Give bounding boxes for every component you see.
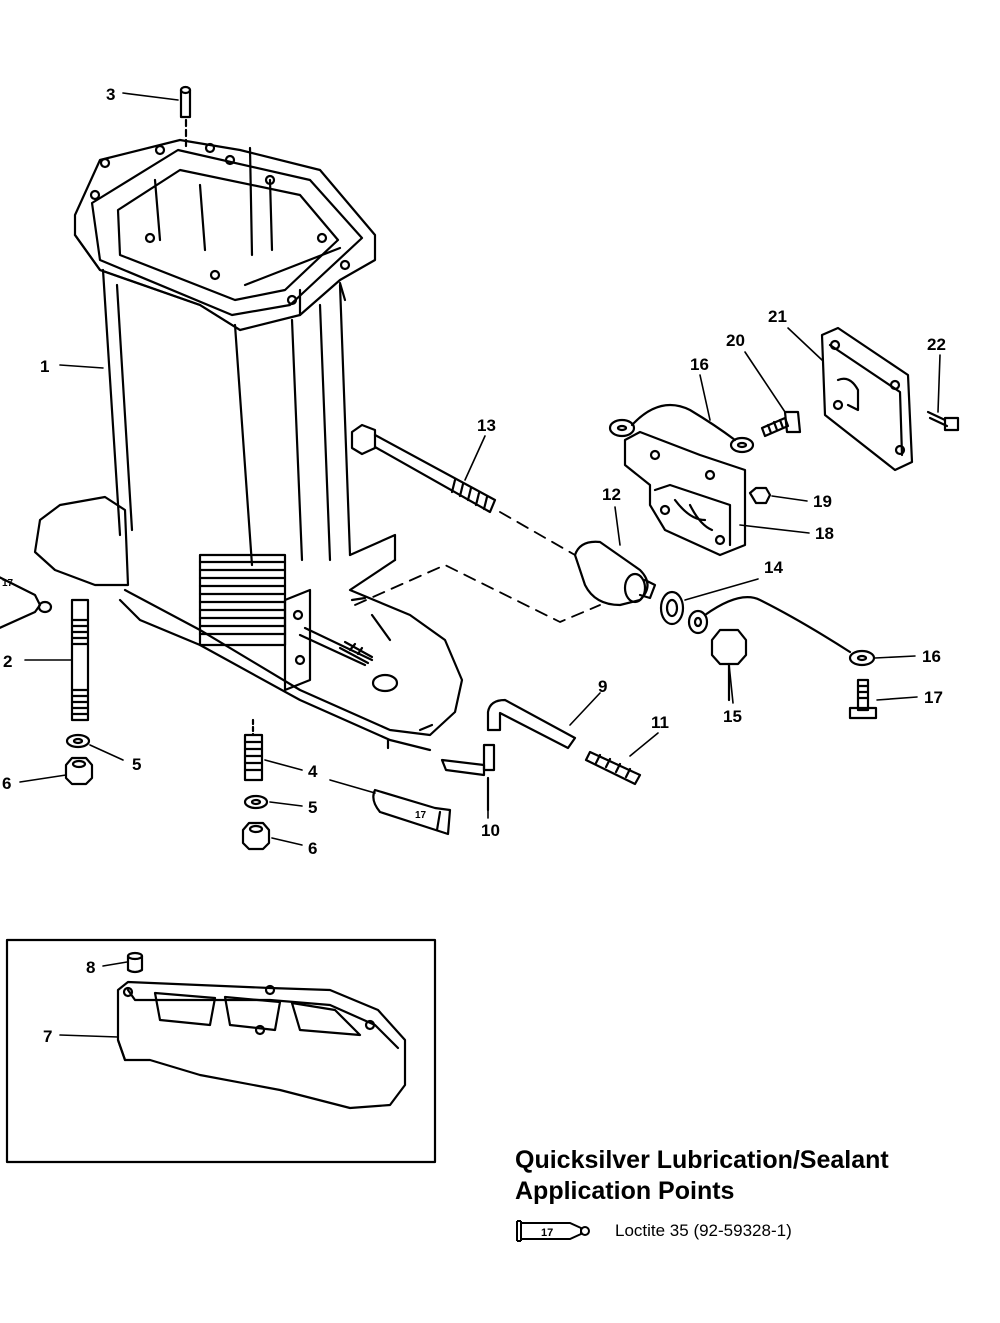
washer-part-5-left [65, 733, 91, 749]
bolt-part-13 [350, 423, 497, 514]
legend-title-line2: Application Points [515, 1177, 735, 1205]
sealant-tube-icon: 17 [516, 1220, 590, 1242]
sealant-tube-center [372, 788, 452, 836]
fitting-part-10 [440, 743, 496, 812]
callout-3: 3 [106, 85, 115, 104]
stud-part-4 [243, 718, 264, 782]
callout-10: 10 [481, 821, 500, 840]
tube-label-center: 17 [415, 810, 427, 821]
stud-part-2 [70, 598, 90, 722]
alignment-line-housing [354, 564, 601, 623]
sealant-tube-left [0, 576, 53, 629]
dowel-pin-part-8 [126, 951, 144, 974]
callout-12: 12 [602, 485, 621, 504]
spacer-plate-part-7 [116, 980, 407, 1110]
callout-9: 9 [598, 677, 607, 696]
callout-18: 18 [815, 524, 834, 543]
grommet-part-11 [584, 750, 642, 786]
callout-6-left: 6 [2, 774, 11, 793]
driveshaft-housing [33, 138, 464, 752]
callout-1: 1 [40, 357, 49, 376]
cover-plate-part-21 [820, 326, 914, 472]
washer-part-5-center [243, 794, 269, 810]
legend-title: Quicksilver Lubrication/Sealant Applicat… [515, 1145, 889, 1207]
legend-title-line1: Quicksilver Lubrication/Sealant [515, 1146, 889, 1174]
ground-strap-part-16-upper [608, 403, 755, 454]
screw-part-22 [926, 410, 960, 432]
alignment-line-13 [499, 511, 576, 556]
dowel-pin-part-3 [179, 85, 192, 152]
callout-16-lower: 16 [922, 647, 941, 666]
callout-22: 22 [927, 335, 946, 354]
bracket-part-18 [623, 430, 747, 557]
callout-14: 14 [764, 558, 783, 577]
callout-13: 13 [477, 416, 496, 435]
tube-label-left: 17 [2, 578, 14, 589]
callout-11: 11 [651, 713, 669, 732]
callout-7: 7 [43, 1027, 52, 1046]
washer-part-14 [659, 590, 685, 626]
callout-5-left: 5 [132, 755, 141, 774]
inset-frame [5, 938, 437, 1164]
water-tube-part-9 [486, 698, 577, 750]
screw-part-17 [848, 678, 878, 720]
callout-17: 17 [924, 688, 943, 707]
legend-item: 17 Loctite 35 (92-59328-1) [515, 1218, 792, 1244]
leader-lines [19, 92, 941, 1038]
ground-strap-part-16-lower [687, 596, 876, 667]
callout-2: 2 [3, 652, 12, 671]
rubber-mount-part-12 [573, 540, 657, 607]
nut-part-19 [748, 486, 772, 505]
nut-part-6-left [64, 756, 94, 786]
callout-19: 19 [813, 492, 832, 511]
callout-6-center: 6 [308, 839, 317, 858]
callout-5-center: 5 [308, 798, 317, 817]
callout-21: 21 [768, 307, 787, 326]
legend-tube-number: 17 [541, 1227, 553, 1239]
callout-numbers: 3 1 2 5 6 4 5 6 7 8 9 10 11 12 13 14 15 … [2, 85, 946, 1046]
nut-part-6-center [241, 821, 271, 851]
callout-8: 8 [86, 958, 95, 977]
callout-4: 4 [308, 762, 318, 781]
callout-20: 20 [726, 331, 745, 350]
callout-15: 15 [723, 707, 742, 726]
callout-16-upper: 16 [690, 355, 709, 374]
legend-item-text: Loctite 35 (92-59328-1) [615, 1221, 792, 1240]
screw-part-20 [760, 410, 802, 438]
